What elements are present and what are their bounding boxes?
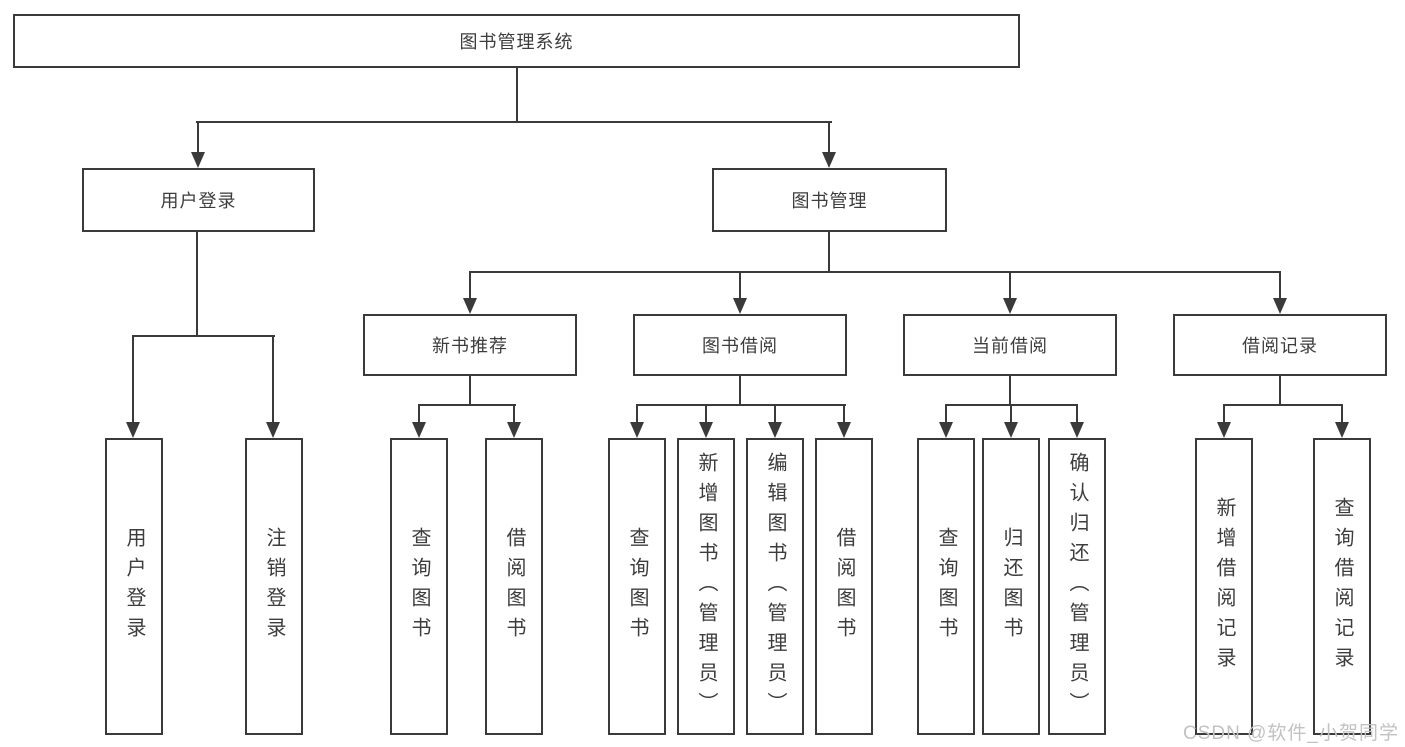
node-query-books-1: 查询图书: [390, 438, 448, 735]
arrowhead-down-icon: [939, 422, 953, 438]
node-label: 用户登录: [123, 526, 145, 647]
node-borrowing-records: 借阅记录: [1173, 314, 1387, 376]
line-vertical: [1279, 271, 1281, 299]
line-vertical: [132, 335, 134, 424]
line-vertical: [418, 404, 420, 423]
node-return-books: 归还图书: [982, 438, 1040, 735]
arrowhead-down-icon: [126, 422, 140, 438]
node-label: 新增借阅记录: [1213, 496, 1235, 677]
node-label: 图书管理系统: [459, 32, 574, 52]
line-vertical: [705, 404, 707, 423]
line-vertical: [513, 404, 515, 423]
line-vertical: [469, 271, 471, 299]
node-query-borrow-record: 查询借阅记录: [1313, 438, 1371, 735]
line-horizontal: [636, 404, 846, 406]
node-label: 新增图书（管理员）: [695, 451, 717, 722]
line-vertical: [1341, 404, 1343, 423]
node-label: 编辑图书（管理员）: [764, 451, 786, 722]
node-borrow-books-1: 借阅图书: [485, 438, 543, 735]
arrowhead-down-icon: [412, 422, 426, 438]
arrowhead-down-icon: [1004, 422, 1018, 438]
node-label: 查询图书: [935, 526, 957, 647]
node-label: 用户登录: [160, 191, 237, 211]
arrowhead-down-icon: [822, 152, 836, 168]
node-current-borrowing: 当前借阅: [903, 314, 1117, 376]
line-vertical: [516, 66, 518, 123]
arrowhead-down-icon: [630, 422, 644, 438]
node-user-login: 用户登录: [82, 168, 315, 232]
line-vertical: [739, 374, 741, 406]
line-vertical: [196, 230, 198, 337]
line-vertical: [828, 230, 830, 273]
node-label: 注销登录: [263, 526, 285, 647]
arrowhead-down-icon: [191, 152, 205, 168]
arrowhead-down-icon: [1003, 298, 1017, 314]
line-horizontal: [1223, 404, 1343, 406]
line-vertical: [636, 404, 638, 423]
arrowhead-down-icon: [1273, 298, 1287, 314]
arrowhead-down-icon: [1070, 422, 1084, 438]
arrowhead-down-icon: [1217, 422, 1231, 438]
node-edit-books-admin: 编辑图书（管理员）: [746, 438, 804, 735]
line-vertical: [843, 404, 845, 423]
node-label: 图书借阅: [702, 336, 778, 356]
node-confirm-return-admin: 确认归还（管理员）: [1048, 438, 1106, 735]
arrowhead-down-icon: [1335, 422, 1349, 438]
node-new-book-recommend: 新书推荐: [363, 314, 577, 376]
line-horizontal: [196, 121, 832, 123]
node-book-borrowing: 图书借阅: [633, 314, 847, 376]
node-label: 查询借阅记录: [1331, 496, 1353, 677]
line-vertical: [1076, 404, 1078, 423]
node-label: 确认归还（管理员）: [1066, 451, 1088, 722]
line-vertical: [1010, 404, 1012, 423]
line-vertical: [197, 121, 199, 154]
line-horizontal: [132, 335, 275, 337]
line-vertical: [272, 335, 274, 424]
line-horizontal: [418, 404, 516, 406]
node-label: 查询图书: [626, 526, 648, 647]
node-root: 图书管理系统: [13, 14, 1020, 68]
watermark: CSDN @软件_小贺同学: [1183, 723, 1399, 744]
arrowhead-down-icon: [837, 422, 851, 438]
arrowhead-down-icon: [699, 422, 713, 438]
arrowhead-down-icon: [768, 422, 782, 438]
line-vertical: [1223, 404, 1225, 423]
node-book-management: 图书管理: [712, 168, 947, 232]
node-add-borrow-record: 新增借阅记录: [1195, 438, 1253, 735]
node-user-login-leaf: 用户登录: [105, 438, 163, 735]
node-query-books-3: 查询图书: [917, 438, 975, 735]
line-vertical: [1009, 271, 1011, 299]
node-logout: 注销登录: [245, 438, 303, 735]
line-vertical: [1279, 374, 1281, 406]
line-vertical: [739, 271, 741, 299]
node-label: 新书推荐: [432, 336, 508, 356]
node-label: 查询图书: [408, 526, 430, 647]
arrowhead-down-icon: [507, 422, 521, 438]
line-vertical: [945, 404, 947, 423]
arrowhead-down-icon: [266, 422, 280, 438]
node-add-books-admin: 新增图书（管理员）: [677, 438, 735, 735]
line-horizontal: [469, 271, 1281, 273]
arrowhead-down-icon: [463, 298, 477, 314]
line-vertical: [1009, 374, 1011, 406]
node-label: 当前借阅: [972, 336, 1048, 356]
node-label: 借阅记录: [1242, 336, 1318, 356]
line-vertical: [828, 121, 830, 154]
line-vertical: [774, 404, 776, 423]
node-label: 借阅图书: [833, 526, 855, 647]
arrowhead-down-icon: [733, 298, 747, 314]
node-label: 借阅图书: [503, 526, 525, 647]
node-query-books-2: 查询图书: [608, 438, 666, 735]
node-borrow-books-2: 借阅图书: [815, 438, 873, 735]
node-label: 归还图书: [1000, 526, 1022, 647]
line-vertical: [469, 374, 471, 406]
node-label: 图书管理: [791, 191, 868, 211]
